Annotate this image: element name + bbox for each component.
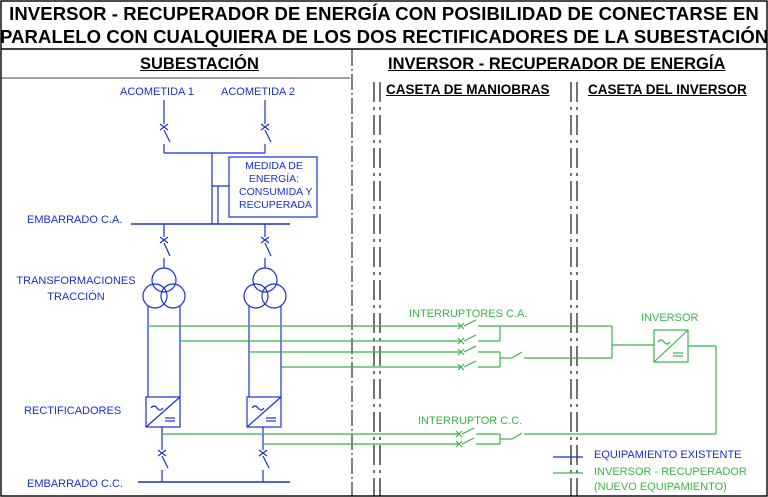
label-rectificadores: RECTIFICADORES	[24, 405, 122, 417]
ca-breaker-4-cross	[457, 363, 465, 371]
legend-nuevo-line-1: INVERSOR - RECUPERADOR	[594, 466, 747, 478]
medida-box	[228, 156, 318, 218]
rectifier-1-diag	[145, 396, 181, 428]
rectifier-2-diag	[246, 396, 282, 428]
ca-breaker-1-cross	[457, 322, 465, 330]
trafo-2-sec-b	[261, 283, 287, 309]
rectifier-2-switch-blade	[262, 455, 270, 469]
label-acometida-1: ACOMETIDA 1	[120, 86, 194, 98]
title-line-2: PARALELO CON CUALQUIERA DE LOS DOS RECTI…	[0, 26, 768, 47]
rectifier-1-box	[145, 396, 181, 428]
medida-line-2: ENERGÍA:	[248, 173, 300, 185]
rectifier-2-breaker-cross	[258, 449, 268, 457]
ca-switch-1-blade	[463, 319, 477, 327]
wall-separator-2	[570, 82, 578, 496]
acometida-2-breaker-cross	[260, 123, 270, 131]
section-subestacion: SUBESTACIÓN	[140, 55, 259, 73]
ca-switch-3-blade	[463, 345, 477, 353]
ca-breaker-2-cross	[457, 337, 465, 345]
medida-line-3: CONSUMIDA Y	[239, 186, 313, 198]
ca-breaker-3-cross	[457, 348, 465, 356]
new-equipment	[148, 319, 717, 474]
label-acometida-2: ACOMETIDA 2	[221, 86, 295, 98]
inversor-diag	[653, 329, 689, 363]
label-embarrado-ca: EMBARRADO C.A.	[27, 214, 123, 226]
trafo-2-breaker-cross	[260, 236, 270, 244]
cc-switch-2-blade	[461, 437, 475, 445]
trafo-1-sec-b	[160, 283, 186, 309]
cc-breaker-1-cross	[455, 430, 463, 438]
trafo-1-primary	[151, 267, 177, 293]
inversor-ac-symbol	[657, 339, 671, 345]
ca-switch-2-blade	[463, 334, 477, 342]
label-transformaciones: TRANSFORMACIONES TRACCIÓN	[10, 273, 142, 305]
acometida-1-breaker-cross	[159, 123, 169, 131]
label-interruptores-ca: INTERRUPTORES C.A.	[409, 308, 528, 320]
title-line-1: INVERSOR - RECUPERADOR DE ENERGÍA CON PO…	[9, 3, 759, 24]
trafo-2-primary	[252, 267, 278, 293]
trafo-1-sec-a	[142, 283, 168, 309]
rectifier-1-breaker-cross	[157, 449, 167, 457]
legend-nuevo-line-2: (NUEVO EQUIPAMIENTO)	[594, 481, 727, 493]
label-embarrado-cc: EMBARRADO C.C.	[27, 478, 123, 490]
medida-line-4: RECUPERADA	[239, 199, 312, 211]
trafo-1-breaker-cross	[159, 236, 169, 244]
wall-separator-1	[373, 82, 381, 496]
legend-nuevo-label: INVERSOR - RECUPERADOR (NUEVO EQUIPAMIEN…	[594, 465, 747, 495]
label-inversor: INVERSOR	[641, 312, 699, 324]
label-interruptor-cc: INTERRUPTOR C.C.	[418, 415, 523, 427]
rectifier-1-ac-symbol	[150, 405, 164, 411]
transformaciones-line-2: TRACCIÓN	[47, 291, 105, 303]
acometida-2-switch-blade	[264, 129, 272, 143]
trafo-2-switch-blade	[264, 242, 272, 257]
cc-main-switch-blade	[511, 432, 523, 440]
rectifier-2-ac-symbol	[251, 405, 265, 411]
transformaciones-line-1: TRANSFORMACIONES	[16, 275, 136, 287]
rectifier-2-box	[246, 396, 282, 428]
cc-switch-1-blade	[461, 427, 475, 435]
trafo-2-sec-a	[243, 283, 269, 309]
acometida-1-switch-blade	[163, 129, 171, 143]
existing-equipment	[131, 100, 583, 483]
label-medida-energia: MEDIDA DE ENERGÍA: CONSUMIDA Y RECUPERAD…	[239, 160, 313, 212]
medida-line-1: MEDIDA DE	[245, 160, 303, 172]
section-caseta-maniobras: CASETA DE MANIOBRAS	[386, 82, 550, 97]
rectifier-1-switch-blade	[161, 455, 169, 469]
section-caseta-inversor: CASETA DEL INVERSOR	[588, 82, 747, 97]
cc-breaker-2-cross	[455, 440, 463, 448]
section-inversor: INVERSOR - RECUPERADOR DE ENERGÍA	[388, 55, 726, 73]
trafo-1-switch-blade	[163, 242, 171, 257]
legend-existente-label: EQUIPAMIENTO EXISTENTE	[594, 449, 742, 461]
ca-switch-4-blade	[463, 360, 477, 368]
ca-main-switch-blade	[511, 351, 523, 359]
